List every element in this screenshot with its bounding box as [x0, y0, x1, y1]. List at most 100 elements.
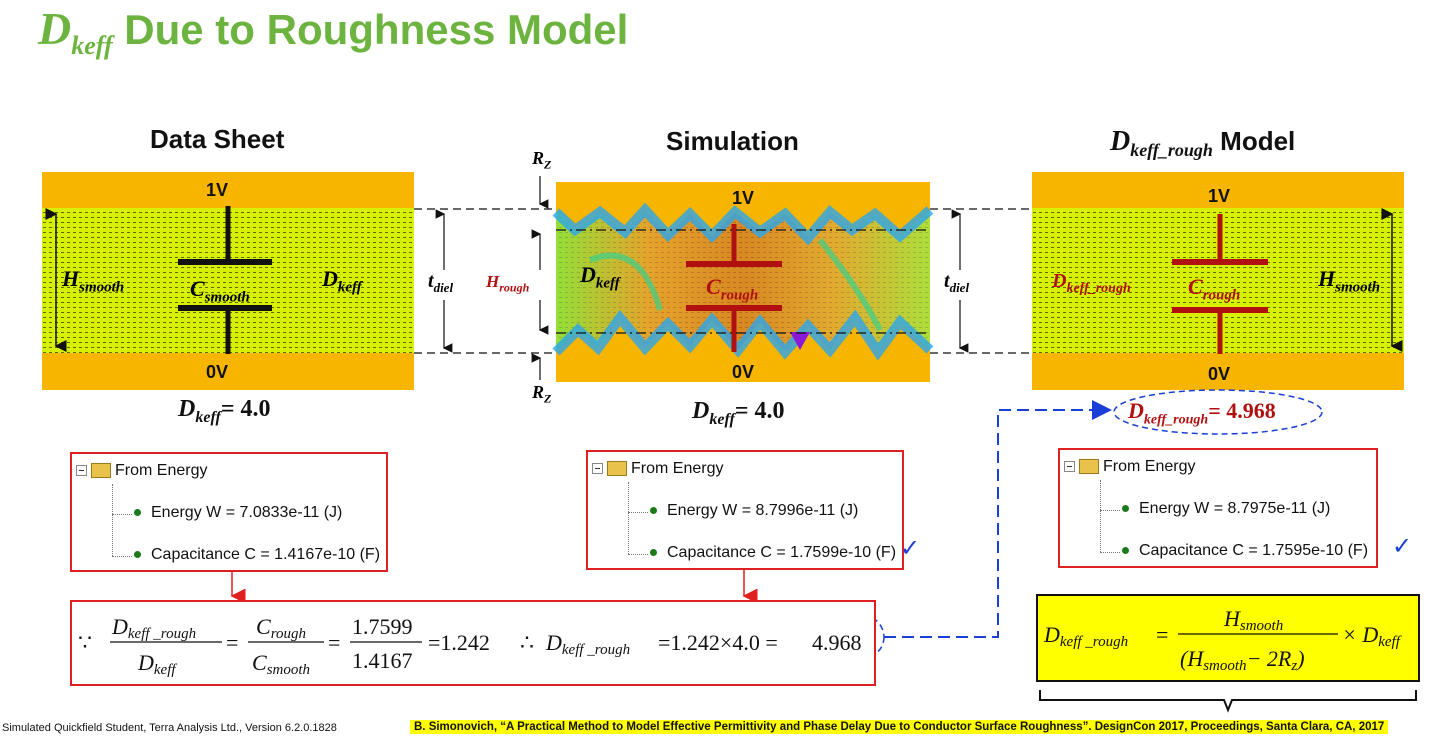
red-arrows [230, 570, 758, 604]
model-formula-box: Dkeff _rough = Hsmooth (Hsmooth− 2Rz) × … [1036, 594, 1420, 682]
therefore-symbol: ∴ [520, 630, 534, 655]
formula-svg: ∵ Dkeff _rough Dkeff = Crough Csmooth = … [78, 614, 862, 678]
page-title: Dkeff Due to Roughness Model [38, 2, 628, 61]
fraction-1-den: D [137, 650, 154, 675]
mf-times-sub: keff [1378, 634, 1401, 650]
tree-item-capacitance[interactable]: Capacitance C = 1.4167e-10 (F) [134, 546, 380, 564]
title-subscript: keff [71, 31, 113, 60]
rhs-expression: =1.242×4.0 = [658, 630, 778, 655]
datasheet-result: Dkeff= 4.0 [178, 396, 271, 426]
svg-text:=: = [1156, 622, 1168, 647]
reference-lines [414, 176, 1032, 380]
tree-item-capacitance[interactable]: Capacitance C = 1.7599e-10 (F) [650, 544, 896, 562]
simulation-0v: 0V [732, 362, 755, 382]
model-1v: 1V [1208, 186, 1231, 206]
datasheet-heading: Data Sheet [150, 124, 285, 154]
bullet-icon [134, 509, 141, 517]
model-result: Dkeff_rough= 4.968 [1128, 398, 1276, 428]
datasheet-d-keff: Dkeff [322, 266, 362, 296]
model-0v: 0V [1208, 364, 1231, 384]
datasheet-t-diel: tdiel [428, 270, 454, 295]
fraction-3-num: 1.7599 [352, 614, 413, 639]
model-heading: Dkeff_rough Model [1110, 126, 1296, 161]
simulation-result: Dkeff= 4.0 [692, 398, 785, 428]
equals-1: =1.242 [428, 630, 490, 655]
tree-box-model: From Energy Energy W = 8.7975e-11 (J) Ca… [1058, 448, 1378, 568]
title-text: Due to Roughness Model [124, 6, 629, 53]
svg-text:× Dkeff: × Dkeff [1342, 622, 1402, 650]
because-symbol: ∵ [78, 630, 92, 655]
simulation-1v: 1V [732, 188, 755, 208]
mf-den-close: ) [1295, 646, 1304, 671]
bullet-icon [1122, 547, 1129, 555]
fraction-1-den-sub: keff [154, 662, 177, 678]
datasheet-panel [42, 172, 414, 390]
folder-icon [91, 463, 111, 479]
datasheet-c-smooth: Csmooth [190, 276, 250, 306]
folder-icon [1079, 459, 1099, 475]
datasheet-h-smooth: Hsmooth [62, 266, 125, 296]
mf-times: × D [1342, 622, 1378, 647]
mf-den-rest: − 2R [1247, 646, 1292, 671]
fraction-2-num: C [256, 614, 271, 639]
mf-lhs: D [1043, 622, 1060, 647]
fraction-2-den-sub: smooth [267, 662, 310, 678]
tree-item-energy[interactable]: Energy W = 7.0833e-11 (J) [134, 504, 342, 522]
formula-box: ∵ Dkeff _rough Dkeff = Crough Csmooth = … [70, 600, 876, 686]
collapse-icon[interactable] [76, 465, 87, 477]
tree-box-datasheet: From Energy Energy W = 7.0833e-11 (J) Ca… [70, 452, 388, 572]
svg-text:=: = [328, 630, 340, 655]
tree-item-energy[interactable]: Energy W = 8.7975e-11 (J) [1122, 500, 1330, 518]
tree-header[interactable]: From Energy [592, 460, 723, 478]
datasheet-0v: 0V [206, 362, 229, 382]
svg-text:(Hsmooth− 2Rz): (Hsmooth− 2Rz) [1180, 646, 1305, 674]
folder-icon [607, 461, 627, 477]
simulation-rz-top: RZ [532, 148, 552, 172]
svg-text:Hsmooth: Hsmooth [1223, 606, 1283, 634]
simulation-h-rough: Hrough [486, 272, 530, 295]
model-panel [1032, 172, 1404, 390]
mf-num: H [1223, 606, 1241, 631]
footer-reference: B. Simonovich, “A Practical Method to Mo… [410, 720, 1389, 734]
bullet-icon [134, 551, 141, 559]
model-h-smooth: Hsmooth [1318, 266, 1381, 296]
title-symbol: D [38, 3, 72, 54]
lhs-sub: keff _rough [562, 642, 630, 658]
svg-text:Dkeff: Dkeff [137, 650, 177, 678]
svg-text:Csmooth: Csmooth [252, 650, 310, 678]
svg-text:Dkeff _rough: Dkeff _rough [1043, 622, 1128, 650]
mf-den-rz-sub: z [1290, 658, 1297, 674]
bullet-icon [650, 549, 657, 557]
tree-header[interactable]: From Energy [76, 462, 207, 480]
tree-box-simulation: From Energy Energy W = 8.7996e-11 (J) Ca… [586, 450, 904, 570]
tree-item-capacitance[interactable]: Capacitance C = 1.7595e-10 (F) [1122, 542, 1368, 560]
mf-den: (H [1180, 646, 1204, 671]
check-icon: ✓ [1392, 532, 1413, 560]
tree-item-energy[interactable]: Energy W = 8.7996e-11 (J) [650, 502, 858, 520]
fraction-1-num-sub: keff _rough [128, 626, 196, 642]
simulation-panel [552, 182, 934, 382]
model-formula-svg: Dkeff _rough = Hsmooth (Hsmooth− 2Rz) × … [1043, 606, 1402, 674]
tree-header[interactable]: From Energy [1064, 458, 1195, 476]
check-icon: ✓ [900, 534, 921, 562]
svg-text:=: = [226, 630, 238, 655]
mf-num-sub: smooth [1240, 618, 1283, 634]
model-c-rough: Crough [1188, 274, 1241, 304]
svg-text:Crough: Crough [256, 614, 306, 642]
bullet-icon [1122, 505, 1129, 513]
svg-text:Dkeff _rough: Dkeff _rough [545, 630, 630, 658]
footer-credit: Simulated Quickfield Student, Terra Anal… [2, 722, 337, 734]
fraction-1-num: D [111, 614, 128, 639]
collapse-icon[interactable] [592, 463, 603, 475]
model-t-diel: tdiel [944, 270, 970, 295]
simulation-c-rough: Crough [706, 274, 759, 304]
fraction-2-den: C [252, 650, 267, 675]
svg-text:Dkeff _rough: Dkeff _rough [111, 614, 196, 642]
collapse-icon[interactable] [1064, 461, 1075, 473]
fraction-3-den: 1.4167 [352, 648, 413, 673]
mf-lhs-sub: keff _rough [1060, 634, 1128, 650]
bullet-icon [650, 507, 657, 515]
fraction-2-num-sub: rough [271, 626, 306, 642]
brace [1039, 690, 1417, 713]
